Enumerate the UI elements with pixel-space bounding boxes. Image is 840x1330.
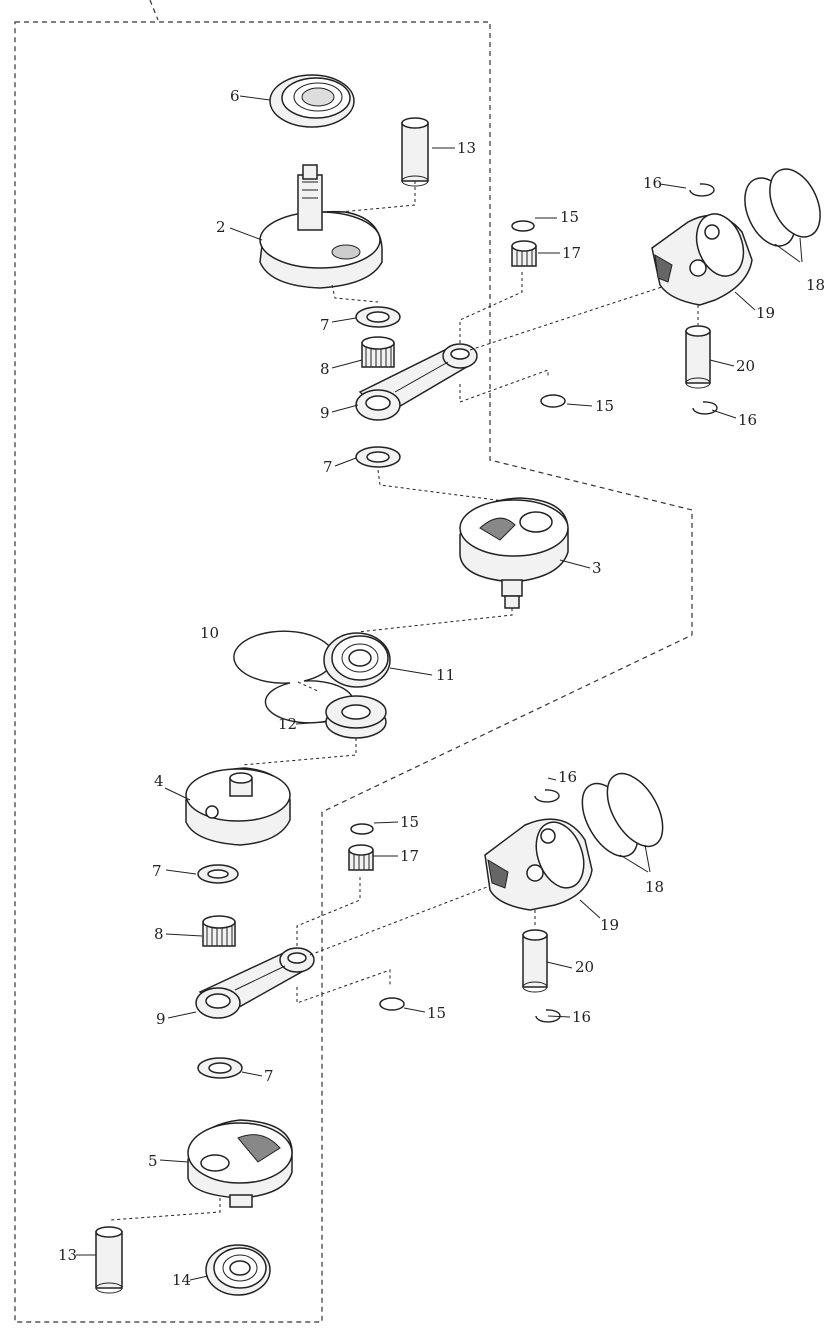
label-part-4: 4: [154, 772, 164, 790]
bearing-part-11: [323, 632, 391, 688]
leader-9a-piston: [469, 284, 669, 351]
label-part-7d: 7: [264, 1067, 274, 1085]
label-part-16b: 16: [738, 411, 757, 429]
small-bearing-part-17a: [511, 240, 537, 267]
label-part-20b: 20: [575, 958, 594, 976]
label-part-18a: 18: [806, 276, 825, 294]
label-part-19a: 19: [756, 304, 775, 322]
piston-part-19b: [484, 818, 593, 911]
seal-part-12: [325, 695, 387, 739]
label-part-20a: 20: [736, 357, 755, 375]
needle-bearing-part-8b: [202, 915, 236, 947]
piston-part-19a: [651, 213, 753, 306]
label-part-13-top: 13: [457, 139, 476, 157]
bearing-part-14: [205, 1244, 271, 1296]
leader-18b: [619, 844, 651, 873]
leader-9b-17: [296, 877, 361, 946]
label-part-17b: 17: [400, 847, 419, 865]
leader-13-top: [339, 181, 416, 213]
leader-9b-15: [296, 969, 391, 1004]
leader-12-4: [241, 738, 357, 766]
crank-part-3: [459, 497, 569, 609]
label-part-18b: 18: [645, 878, 664, 896]
leader-9a-17: [459, 270, 523, 343]
label-part-15a: 15: [560, 208, 579, 226]
leader-2-down: [331, 284, 379, 303]
label-part-16d: 16: [572, 1008, 591, 1026]
leader-5-13: [109, 1198, 221, 1221]
assembly-boundary: [14, 0, 693, 1323]
leader-9b-piston: [309, 881, 501, 956]
label-part-13-bottom: 13: [58, 1246, 77, 1264]
label-part-7c: 7: [152, 862, 162, 880]
label-part-12: 12: [278, 715, 297, 733]
pin-part-13-bottom: [95, 1226, 123, 1294]
needle-bearing-part-8a: [361, 336, 395, 368]
bearing-part-6: [269, 74, 355, 128]
label-part-16c: 16: [558, 768, 577, 786]
clip-part-16c: [534, 789, 560, 803]
label-part-19b: 19: [600, 916, 619, 934]
crank-part-4: [185, 767, 291, 846]
label-part-11: 11: [436, 666, 455, 684]
label-part-15d: 15: [427, 1004, 446, 1022]
leader-18a: [774, 237, 803, 263]
washer-part-7c: [197, 864, 239, 884]
label-part-15b: 15: [595, 397, 614, 415]
ring-part-15a: [511, 220, 535, 232]
label-leaders: [76, 95, 756, 1281]
label-part-8a: 8: [320, 360, 330, 378]
label-part-15c: 15: [400, 813, 419, 831]
wrist-pin-part-20b: [522, 929, 548, 993]
label-part-8b: 8: [154, 925, 164, 943]
label-part-5: 5: [148, 1152, 158, 1170]
connecting-rod-part-9a: [355, 343, 478, 421]
label-part-16a: 16: [643, 174, 662, 192]
clip-part-16b: [692, 401, 718, 415]
washer-part-7a: [355, 306, 401, 328]
label-part-14: 14: [172, 1271, 191, 1289]
label-part-3: 3: [592, 559, 602, 577]
pin-part-13-top: [401, 117, 429, 187]
leader-9a-15: [459, 369, 549, 403]
label-part-17a: 17: [562, 244, 581, 262]
ring-part-15c: [350, 823, 374, 835]
washer-part-7d: [197, 1057, 243, 1079]
label-part-7b: 7: [323, 458, 333, 476]
piston-rings-part-18a: [744, 168, 821, 247]
part-number-labels: 6 13 2 7 8 9 7 15 17 15 16 18 19 20 16 3…: [58, 87, 825, 1289]
leader-10: [297, 681, 321, 693]
ring-part-15d: [379, 997, 405, 1011]
label-part-10: 10: [200, 624, 219, 642]
wrist-pin-part-20a: [685, 325, 711, 389]
label-part-2: 2: [216, 218, 226, 236]
ring-part-15b: [540, 394, 566, 408]
label-part-7a: 7: [320, 316, 330, 334]
washer-part-7b: [355, 446, 401, 468]
small-bearing-part-17b: [348, 844, 374, 871]
label-part-9a: 9: [320, 404, 330, 422]
piston-rings-part-18b: [581, 772, 664, 858]
label-part-9b: 9: [156, 1010, 166, 1028]
leader-3-down: [357, 608, 513, 633]
crank-part-5: [187, 1119, 293, 1208]
clip-part-16a: [689, 183, 715, 197]
connecting-rod-part-9b: [195, 947, 315, 1019]
label-part-6: 6: [230, 87, 240, 105]
crank-part-2: [259, 164, 383, 289]
clip-part-16d: [535, 1009, 561, 1023]
